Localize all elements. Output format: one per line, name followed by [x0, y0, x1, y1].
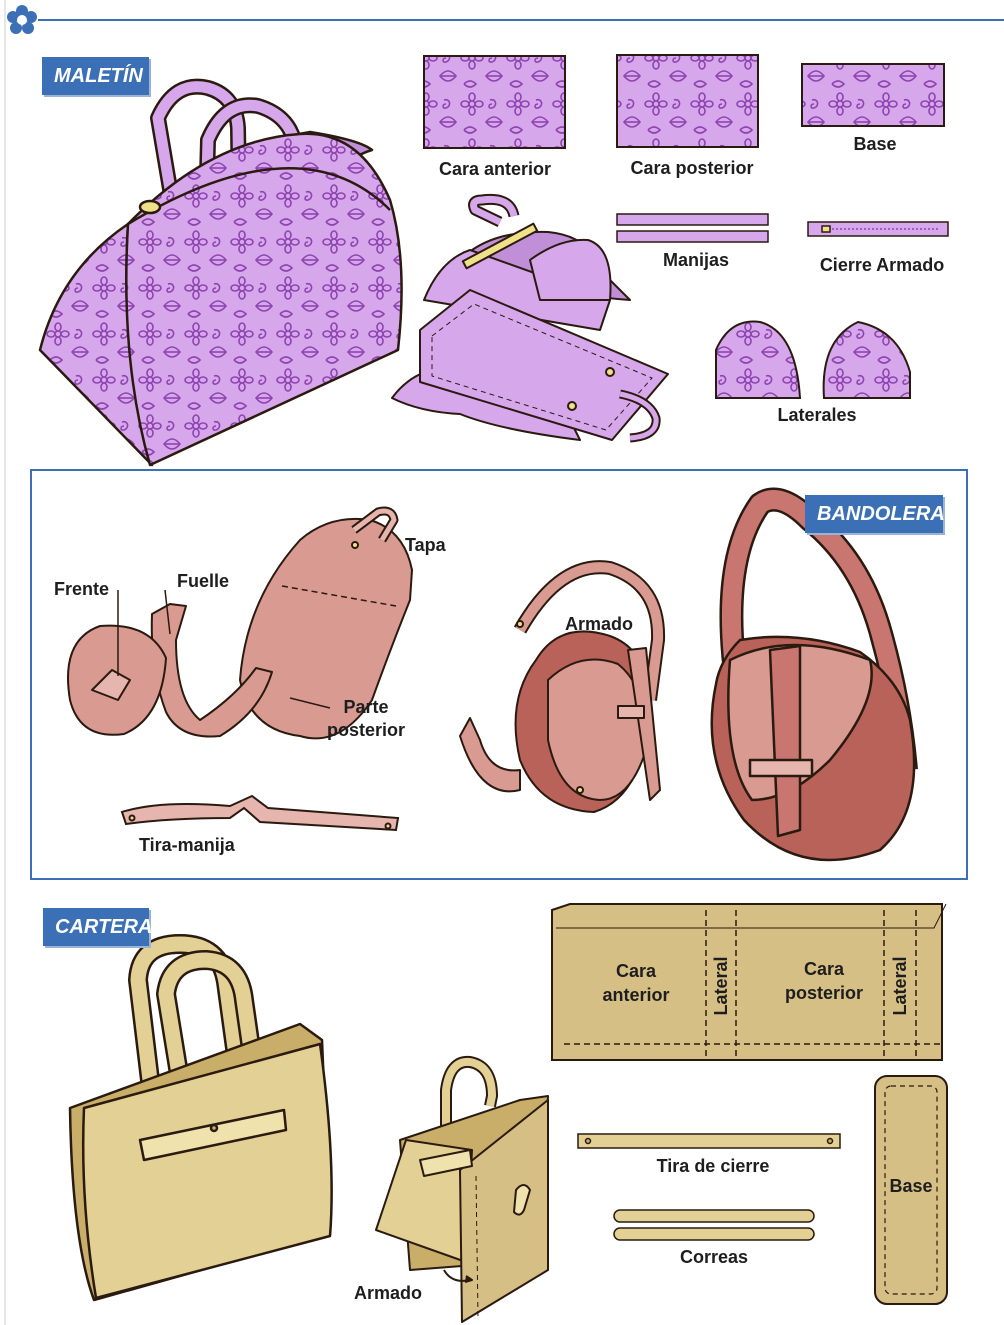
label-base-cartera: Base: [889, 1176, 933, 1196]
bandolera-title: BANDOLERA: [805, 495, 945, 533]
label-armado-bandolera: Armado: [565, 614, 634, 634]
base-panel: [801, 63, 945, 127]
label-cara-posterior: Cara posterior: [630, 158, 754, 178]
label-tapa: Tapa: [405, 535, 446, 555]
label-cara-1: Cara: [615, 961, 657, 981]
maletin-title: MALETÍN: [42, 57, 149, 95]
maletin-bag-illustration: [38, 78, 403, 467]
label-lateral-1: Lateral: [711, 956, 731, 1016]
bandolera-bag-illustration: [710, 487, 918, 862]
cartera-pattern-sheet: [551, 903, 947, 1061]
laterales-pieces: [715, 320, 911, 399]
cierre-armado-strip: [807, 221, 949, 237]
label-fuelle: Fuelle: [177, 571, 230, 591]
label-tira-manija: Tira-manija: [139, 835, 235, 855]
label-posterior: posterior: [326, 720, 406, 740]
page-frame: [4, 0, 1004, 1325]
label-base: Base: [853, 134, 897, 154]
cartera-base-piece: [874, 1075, 948, 1305]
manijas-strips: [616, 213, 769, 243]
tira-manija-strip: [120, 794, 400, 832]
maletin-armado-illustration: [391, 193, 669, 443]
tira-de-cierre-strip: [577, 1133, 841, 1149]
label-anterior: anterior: [602, 985, 670, 1005]
label-posterior-cartera: posterior: [784, 983, 864, 1003]
label-cara-anterior: Cara anterior: [438, 159, 552, 179]
cara-anterior-panel: [423, 55, 566, 149]
flower-icon: [7, 5, 37, 34]
cartera-bag-illustration: [68, 934, 333, 1302]
label-parte: Parte: [343, 697, 389, 717]
cartera-armado-illustration: [375, 1055, 549, 1323]
cartera-title: CARTERA: [43, 908, 152, 946]
label-frente: Frente: [54, 579, 110, 599]
label-correas: Correas: [679, 1247, 749, 1267]
label-cara-2: Cara: [803, 959, 845, 979]
bandolera-exploded-illustration: [67, 506, 413, 740]
label-laterales: Laterales: [777, 405, 857, 425]
correas-strips: [613, 1209, 815, 1241]
cara-posterior-panel: [616, 54, 759, 148]
label-armado-cartera: Armado: [354, 1283, 423, 1303]
label-cierre-armado: Cierre Armado: [819, 255, 945, 275]
bandolera-frame: [30, 469, 968, 880]
label-tira-de-cierre: Tira de cierre: [656, 1156, 770, 1176]
label-manijas: Manijas: [662, 250, 730, 270]
label-lateral-2: Lateral: [890, 956, 910, 1016]
bandolera-armado-illustration: [459, 560, 666, 813]
